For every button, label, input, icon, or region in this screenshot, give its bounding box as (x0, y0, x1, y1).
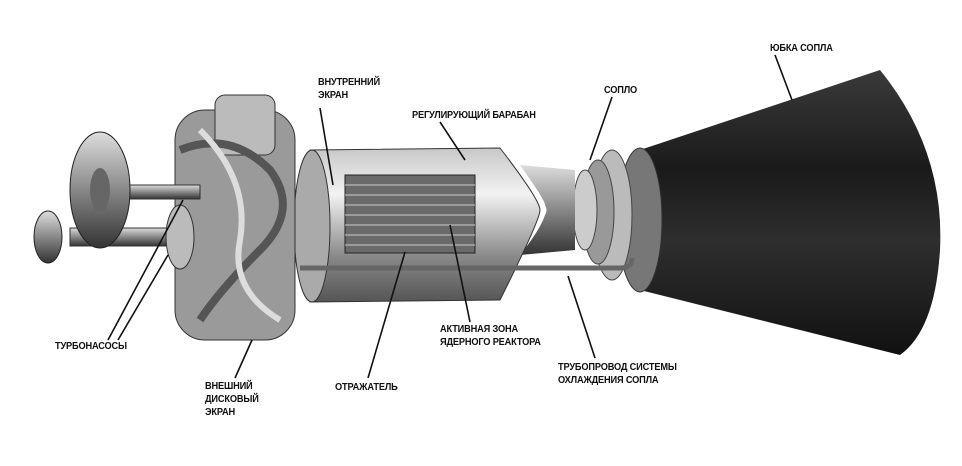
label-line: АКТИВНАЯ ЗОНА (440, 323, 518, 335)
label-nozzle: СОПЛО (604, 84, 638, 96)
label-line: ЭКРАН (318, 89, 349, 101)
label-line: ДИСКОВЫЙ (205, 393, 259, 405)
label-turbopumps: ТУРБОНАСОСЫ (55, 340, 127, 352)
nozzle-throat (520, 165, 575, 255)
turbopump-assembly (33, 94, 296, 341)
label-line: ВНЕШНИЙ (205, 380, 253, 392)
reactor-core (344, 174, 476, 254)
label-reflector: ОТРАЖАТЕЛЬ (335, 381, 398, 393)
label-cooling-pipeline: ТРУБОПРОВОД СИСТЕМЫ ОХЛАЖДЕНИЯ СОПЛА (558, 361, 677, 387)
label-line: ЭКРАН (205, 406, 236, 418)
label-reactor-core: АКТИВНАЯ ЗОНА ЯДЕРНОГО РЕАКТОРА (440, 323, 541, 349)
label-control-drum: РЕГУЛИРУЮЩИЙ БАРАБАН (412, 109, 536, 121)
label-outer-disk-shield: ВНЕШНИЙ ДИСКОВЫЙ ЭКРАН (205, 380, 259, 419)
label-inner-shield: ВНУТРЕННИЙ ЭКРАН (318, 76, 380, 102)
label-line: ВНУТРЕННИЙ (318, 76, 380, 88)
label-nozzle-skirt: ЮБКА СОПЛА (770, 42, 833, 54)
nozzle-rings (572, 149, 633, 281)
leader-lines (107, 54, 793, 379)
nozzle-skirt (630, 70, 941, 355)
label-line: ТРУБОПРОВОД СИСТЕМЫ (558, 361, 677, 373)
cooling-pipe (300, 257, 635, 271)
label-line: ЯДЕРНОГО РЕАКТОРА (440, 336, 541, 348)
label-line: ОХЛАЖДЕНИЯ СОПЛА (558, 374, 659, 386)
